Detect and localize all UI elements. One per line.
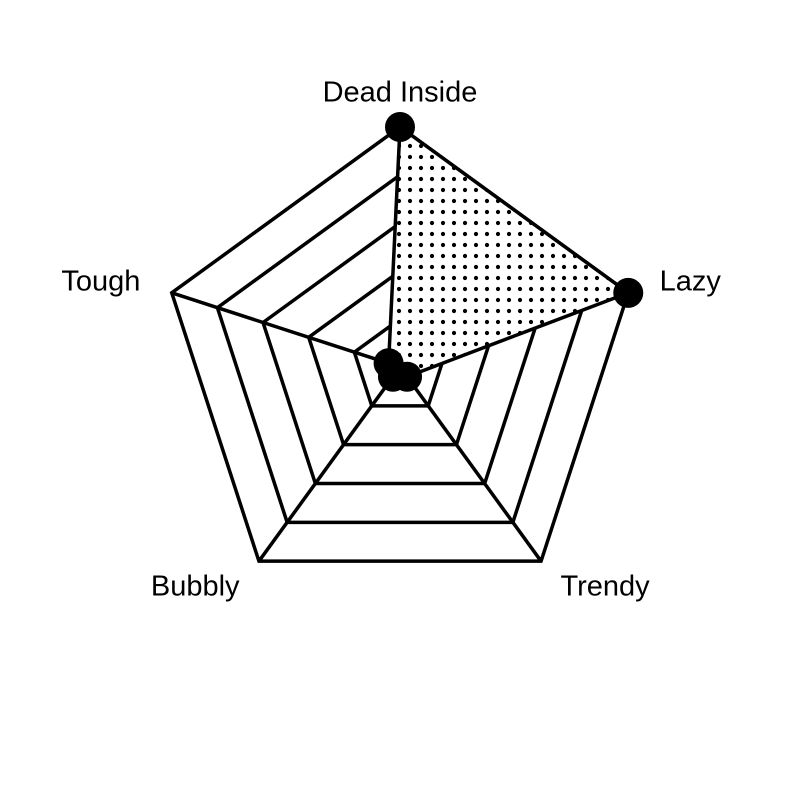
- axis-label-1: Lazy: [660, 265, 722, 297]
- axis-label-3: Bubbly: [151, 571, 240, 603]
- spoke-4: [171, 291, 401, 369]
- spoke-2: [398, 365, 543, 563]
- spoke-3: [257, 365, 402, 563]
- axis-label-4: Tough: [61, 265, 140, 297]
- data-point-0: [385, 112, 415, 142]
- data-area: [386, 125, 631, 379]
- data-point-1: [613, 277, 644, 308]
- data-point-4: [373, 348, 404, 379]
- axis-label-2: Trendy: [560, 571, 650, 603]
- radar-series: [373, 112, 644, 392]
- axis-label-0: Dead Inside: [323, 77, 478, 109]
